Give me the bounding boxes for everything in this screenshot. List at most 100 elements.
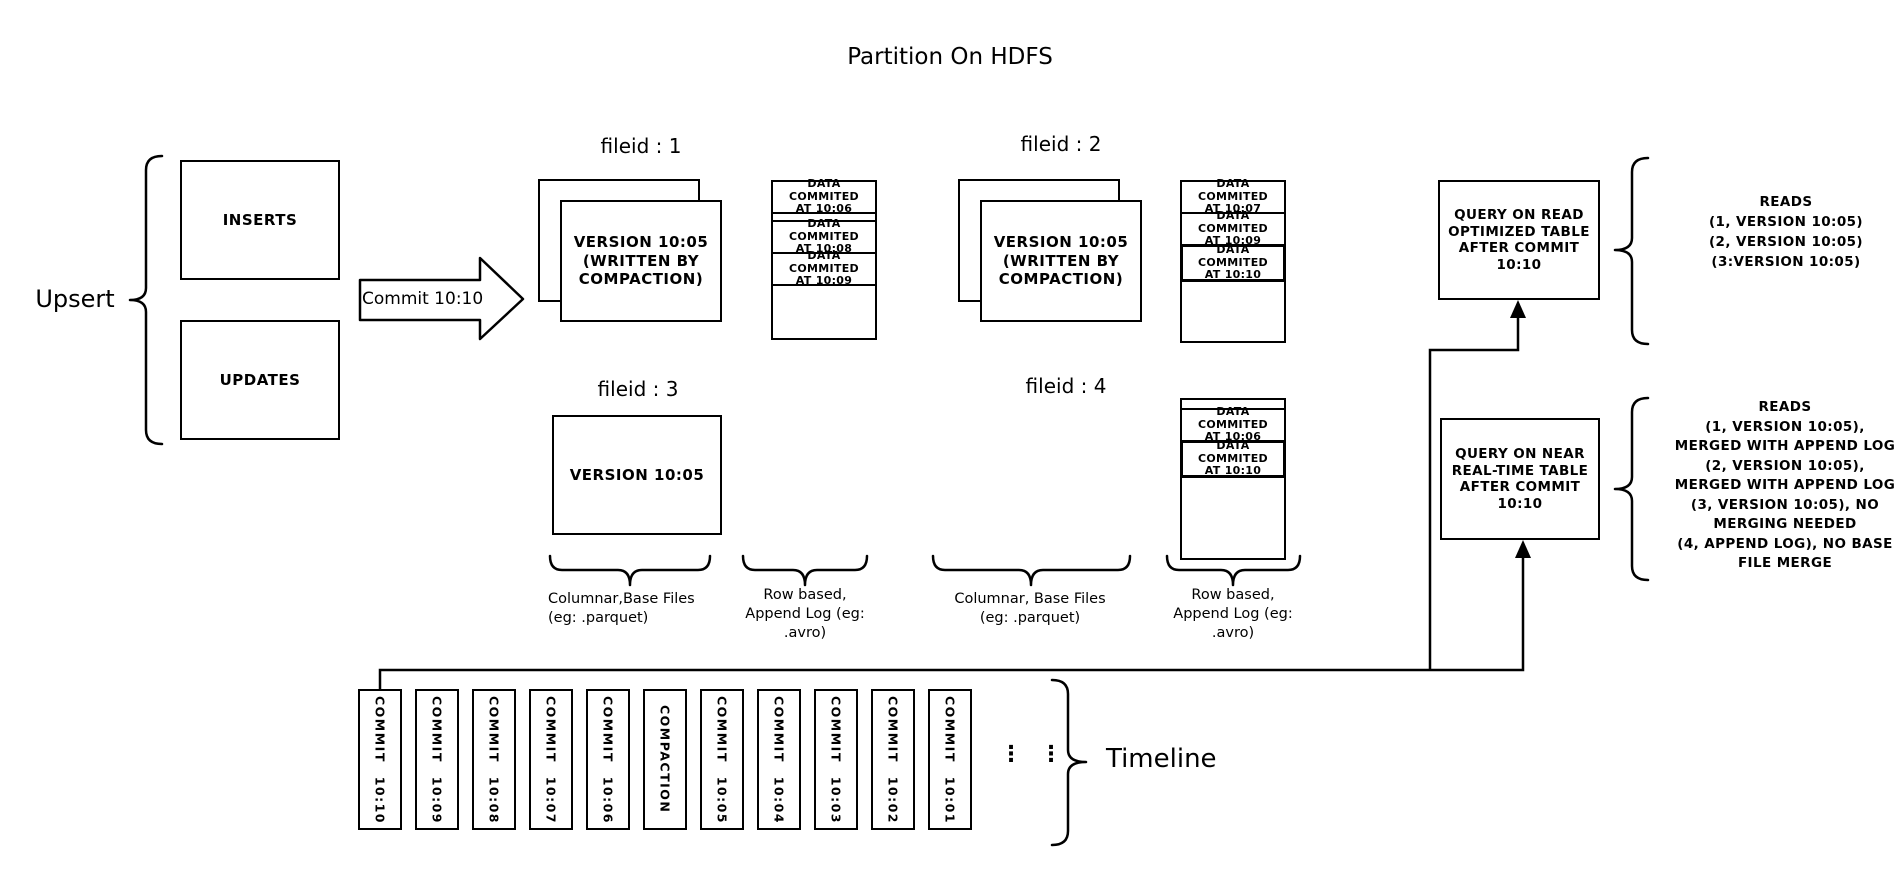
log-cell-line2: AT 10:06: [1204, 430, 1262, 444]
reads-brace-read-optimized: [1613, 156, 1650, 346]
arrowhead-near-real-time: [1515, 540, 1531, 558]
log-cell-line2: AT 10:09: [795, 274, 853, 288]
query-ro-line4: 10:10: [1496, 256, 1542, 273]
timeline-commit-box: COMMIT 10:06: [586, 689, 630, 830]
row-label-line1: Row based,: [763, 587, 847, 603]
timeline-commit-box: COMMIT 10:08: [472, 689, 516, 830]
reads-line: READS: [1759, 194, 1813, 210]
query-nrt-line3: AFTER COMMIT: [1459, 479, 1581, 495]
reads-brace-near-real-time: [1613, 396, 1650, 582]
timeline-entry-label: COMMIT 10:04: [771, 695, 787, 824]
timeline-entry-label: COMMIT 10:05: [714, 695, 730, 824]
columnar-label-line1: Columnar,Base Files: [548, 591, 695, 607]
reads-line: FILE MERGE: [1737, 555, 1833, 571]
row-label-line3: .avro): [783, 625, 827, 641]
fileid-2-append-log-column: DATA COMMITED AT 10:07 DATA COMMITED AT …: [1180, 178, 1286, 343]
log-cell-line2: AT 10:09: [1204, 234, 1262, 248]
fileid-1-append-log-column: DATA COMMITED AT 10:06 DATA COMMITED AT …: [771, 177, 877, 340]
commit-arrow-shape: [358, 256, 525, 341]
columnar-label-line2: (eg: .parquet): [548, 610, 649, 626]
timeline-brace: [1050, 678, 1088, 847]
fileid-2-base-line3: COMPACTION): [998, 270, 1124, 289]
log-cell-line1: DATA COMMITED: [789, 249, 859, 275]
query-ro-line3: AFTER COMMIT: [1458, 240, 1580, 256]
timeline-compaction-box: COMPACTION: [643, 689, 687, 830]
timeline-entry-label: COMMIT 10:03: [828, 695, 844, 824]
reads-line: (3, VERSION 10:05), NO: [1690, 496, 1880, 513]
timeline-entry-label: COMMIT 10:07: [543, 695, 559, 824]
commit-arrow-label: Commit 10:10: [362, 289, 484, 309]
row-label-line2: Append Log (eg:: [1173, 606, 1293, 622]
row-label-line1: Row based,: [1191, 587, 1275, 603]
timeline-commit-box: COMMIT 10:02: [871, 689, 915, 830]
log-cell-line2: AT 10:10: [1204, 268, 1262, 282]
reads-line: (1, VERSION 10:05),: [1705, 418, 1865, 435]
reads-line: MERGED WITH APPEND LOG: [1674, 438, 1896, 454]
row-label-line2: Append Log (eg:: [745, 606, 865, 622]
inserts-box: INSERTS: [180, 160, 340, 280]
log-cell-latest: DATA COMMITED AT 10:10: [1180, 244, 1286, 282]
upsert-brace: [128, 154, 164, 446]
log-cell: DATA COMMITED AT 10:06: [771, 177, 877, 215]
query-ro-line1: QUERY ON READ: [1454, 207, 1584, 223]
columnar-label-line1: Columnar, Base Files: [954, 591, 1106, 607]
timeline-label: Timeline: [1106, 744, 1217, 774]
query-read-optimized-box: QUERY ON READ OPTIMIZED TABLE AFTER COMM…: [1438, 180, 1600, 300]
timeline-entry-label: COMMIT 10:06: [600, 695, 616, 824]
log-cell-line1: DATA COMMITED: [1198, 405, 1268, 431]
fileid-2-base-box: VERSION 10:05 (WRITTEN BY COMPACTION): [980, 200, 1142, 322]
log-cell-line1: DATA COMMITED: [789, 177, 859, 203]
row-based-append-log-label-1: Row based, Append Log (eg: .avro): [740, 586, 870, 643]
reads-line: MERGED WITH APPEND LOG: [1674, 477, 1896, 493]
reads-line: (3:VERSION 10:05): [1711, 254, 1861, 270]
inserts-label: INSERTS: [222, 211, 298, 229]
fileid-4-append-log-column: DATA COMMITED AT 10:06 DATA COMMITED AT …: [1180, 398, 1286, 560]
timeline-commit-box: COMMIT 10:07: [529, 689, 573, 830]
reads-line: (1, VERSION 10:05): [1708, 214, 1864, 230]
query-nrt-line2: REAL-TIME TABLE: [1451, 462, 1589, 479]
timeline-ellipsis: ⋮: [1000, 742, 1022, 767]
timeline-entry-label: COMMIT 10:02: [885, 695, 901, 824]
append-log-brace-2: [1165, 554, 1302, 587]
fileid-1-base-box: VERSION 10:05 (WRITTEN BY COMPACTION): [560, 200, 722, 322]
log-cell-line1: DATA COMMITED: [1198, 439, 1268, 465]
query-ro-line2: OPTIMIZED TABLE: [1448, 223, 1590, 240]
timeline-to-queries-connector: [378, 552, 1525, 689]
fileid-4-label: fileid : 4: [1025, 374, 1107, 398]
query-nrt-line1: QUERY ON NEAR: [1455, 446, 1585, 462]
row-based-append-log-label-2: Row based, Append Log (eg: .avro): [1165, 586, 1301, 643]
log-cell: DATA COMMITED AT 10:09: [1180, 210, 1286, 248]
fileid-2-label: fileid : 2: [1020, 132, 1102, 156]
timeline-entry-label: COMMIT 10:09: [429, 695, 445, 824]
timeline-commit-box: COMMIT 10:09: [415, 689, 459, 830]
query-near-real-time-box: QUERY ON NEAR REAL-TIME TABLE AFTER COMM…: [1440, 418, 1600, 540]
fileid-1-base-line3: COMPACTION): [578, 270, 704, 289]
fileid-3-base-box: VERSION 10:05: [552, 415, 722, 535]
timeline-entry-label: COMMIT 10:10: [372, 695, 388, 824]
timeline-commit-box: COMMIT 10:10: [358, 689, 402, 830]
fileid-1-base-line1: VERSION 10:05: [573, 233, 709, 252]
fileid-2-base-line1: VERSION 10:05: [993, 233, 1129, 252]
log-cell-line2: AT 10:07: [1204, 202, 1262, 216]
timeline-entry-label: COMPACTION: [657, 705, 673, 814]
columnar-base-files-label-1: Columnar,Base Files (eg: .parquet): [548, 590, 698, 628]
reads-read-optimized-text: READS (1, VERSION 10:05) (2, VERSION 10:…: [1662, 192, 1900, 272]
fileid-2-base-line2: (WRITTEN BY: [1002, 251, 1120, 270]
fileid-3-base-line1: VERSION 10:05: [569, 465, 705, 484]
columnar-label-line2: (eg: .parquet): [979, 610, 1081, 626]
reads-line: (2, VERSION 10:05),: [1705, 457, 1865, 474]
reads-line: MERGING NEEDED: [1713, 516, 1857, 532]
arrowhead-read-optimized: [1510, 300, 1526, 318]
diagram-title: Partition On HDFS: [847, 44, 1053, 70]
query-nrt-line4: 10:10: [1497, 495, 1543, 512]
timeline-entry-label: COMMIT 10:08: [486, 695, 502, 824]
timeline-commit-box: COMMIT 10:04: [757, 689, 801, 830]
columnar-base-files-label-2: Columnar, Base Files (eg: .parquet): [935, 590, 1125, 628]
reads-near-real-time-text: READS (1, VERSION 10:05), MERGED WITH AP…: [1655, 398, 1900, 574]
upsert-label: Upsert: [35, 285, 115, 313]
connector-branch-read-optimized: [1428, 312, 1520, 670]
append-log-brace-1: [741, 554, 869, 587]
fileid-3-label: fileid : 3: [597, 377, 679, 401]
